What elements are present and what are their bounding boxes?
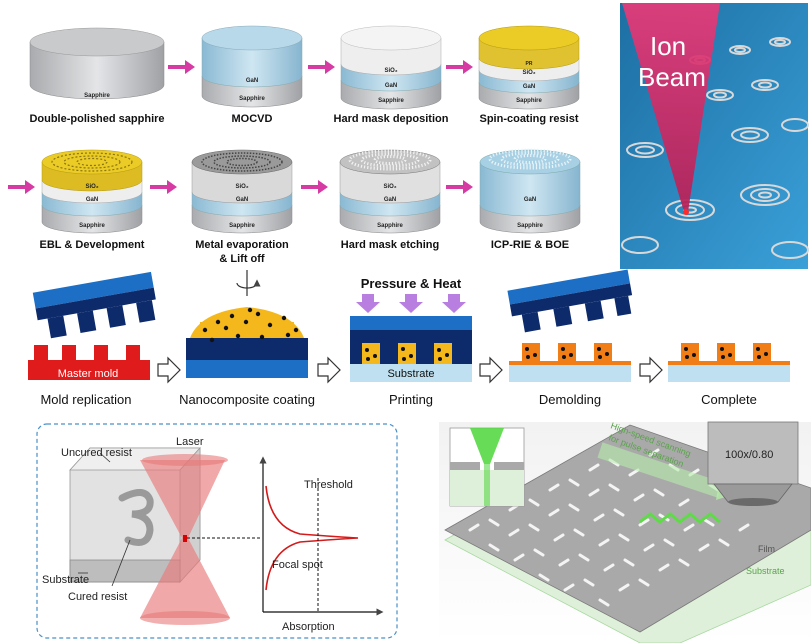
- uncured-resist-label: Uncured resist: [61, 447, 132, 459]
- fabrication-panel: Sapphire Double-polished sapphire GaN Sa…: [8, 25, 581, 265]
- layer-label: Sapphire: [377, 223, 403, 229]
- layer-label: Sapphire: [239, 96, 265, 102]
- substrate-label: Substrate: [387, 368, 434, 380]
- process-arrow: [157, 356, 181, 384]
- step-7-label: Hard mask etching: [341, 239, 439, 251]
- focal-point: [183, 535, 187, 542]
- layer-label: SiO₂: [522, 70, 535, 76]
- process-arrow: [150, 180, 177, 194]
- cross-section-inset: [449, 427, 525, 507]
- step-3-hardmask-disk: SiO₂ GaN Sapphire: [340, 25, 442, 110]
- layer-label: SiO₂: [85, 184, 98, 190]
- layer-label: GaN: [86, 197, 98, 203]
- focal-spot-label: Focal spot: [272, 559, 323, 571]
- objective-lens: 100x/0.80: [707, 421, 799, 506]
- process-arrow: [479, 356, 503, 384]
- mold-replication: Master mold: [28, 271, 156, 380]
- ion-beam-cone: [622, 3, 720, 212]
- process-arrow: [308, 60, 335, 74]
- nanoimprint-panel: Master mold Mold replication Nanocomposi…: [28, 269, 790, 407]
- step-6-label-line2: & Lift off: [219, 253, 265, 265]
- layer-label: Sapphire: [517, 223, 543, 229]
- caption-mold-replication: Mold replication: [40, 392, 131, 407]
- laser-label: Laser: [176, 436, 204, 448]
- pressure-arrows: [356, 294, 466, 313]
- process-arrow: [301, 180, 328, 194]
- film-label: Film: [758, 544, 775, 554]
- master-mold-stamp: [32, 271, 156, 339]
- step-5-label: EBL & Development: [40, 239, 145, 251]
- ion-beam-label-2: Beam: [638, 62, 706, 92]
- laser-cone-top: [140, 460, 225, 538]
- absorption-plot: Threshold Focal spot Absorption: [259, 456, 384, 633]
- layer-label: Sapphire: [229, 223, 255, 229]
- layer-label: GaN: [246, 78, 258, 84]
- caption-nanocomposite-coating: Nanocomposite coating: [179, 392, 315, 407]
- layer-label: SiO₂: [383, 184, 396, 190]
- step-6-metal-disk: SiO₂ GaN Sapphire: [191, 149, 293, 234]
- spiral-structures: [621, 37, 809, 259]
- process-arrow: [8, 180, 35, 194]
- step-1-sapphire-disk: Sapphire: [29, 27, 165, 100]
- layer-label: Sapphire: [516, 98, 542, 104]
- step-5-ebl-disk: SiO₂ GaN Sapphire: [41, 149, 143, 234]
- caption-complete: Complete: [701, 392, 757, 407]
- step-1-label: Double-polished sapphire: [29, 113, 164, 125]
- step-2-label: MOCVD: [232, 113, 273, 125]
- nanocomposite-coating: [186, 270, 308, 378]
- substrate-label: Substrate: [42, 574, 89, 586]
- process-arrow: [446, 60, 473, 74]
- layer-label: GaN: [384, 197, 396, 203]
- layer-label: GaN: [523, 84, 535, 90]
- step-4-resist-disk: PR SiO₂ GaN Sapphire: [478, 25, 580, 110]
- layer-label: GaN: [524, 197, 536, 203]
- cured-structure: [118, 489, 154, 546]
- dashed-frame: [36, 423, 398, 639]
- cured-resist-label: Cured resist: [68, 591, 127, 603]
- complete-step: [668, 343, 790, 382]
- ion-beam-panel: Ion Beam: [620, 3, 809, 269]
- ion-beam-label-1: Ion: [650, 31, 686, 61]
- layer-label: Sapphire: [79, 223, 105, 229]
- process-arrow: [639, 356, 663, 384]
- process-arrow: [317, 356, 341, 384]
- step-4-label: Spin-coating resist: [479, 113, 578, 125]
- layer-label: GaN: [385, 83, 397, 89]
- pressure-heat-label: Pressure & Heat: [361, 276, 462, 291]
- printing-step: Pressure & Heat Substrate: [350, 276, 472, 382]
- demolding-step: [507, 269, 633, 382]
- process-arrow: [168, 60, 195, 74]
- caption-printing: Printing: [389, 392, 433, 407]
- layer-label: PR: [526, 61, 533, 67]
- substrate-label: Substrate: [746, 566, 785, 576]
- layer-label: SiO₂: [235, 184, 248, 190]
- master-mold-label: Master mold: [58, 368, 119, 380]
- beam-focus: [683, 209, 689, 215]
- laser-writing-panel: Uncured resist Laser Substrate Cured res…: [36, 423, 398, 639]
- absorption-label: Absorption: [282, 621, 335, 633]
- caption-demolding: Demolding: [539, 392, 601, 407]
- lifted-stamp: [507, 269, 633, 333]
- layer-label: SiO₂: [384, 68, 397, 74]
- step-3-label: Hard mask deposition: [334, 113, 449, 125]
- laser-cone-bottom: [140, 538, 230, 618]
- objective-label: 100x/0.80: [725, 449, 773, 461]
- scan-direction-arrow: [597, 442, 723, 498]
- step-6-label: Metal evaporation: [195, 239, 289, 251]
- film-scanning-panel: High-speed scanning for pulse separation…: [439, 420, 811, 643]
- absorption-curve: [265, 485, 359, 591]
- layer-label: Sapphire: [84, 93, 110, 99]
- scan-path: [639, 512, 721, 524]
- layer-label: GaN: [236, 197, 248, 203]
- step-2-mocvd-disk: GaN Sapphire: [201, 25, 303, 108]
- threshold-label: Threshold: [304, 479, 353, 491]
- process-arrow: [446, 180, 473, 194]
- step-8-label: ICP-RIE & BOE: [491, 239, 569, 251]
- layer-label: Sapphire: [378, 98, 404, 104]
- step-8-icp-disk: GaN Sapphire: [479, 148, 581, 234]
- step-7-etch-disk: SiO₂ GaN Sapphire: [339, 149, 441, 234]
